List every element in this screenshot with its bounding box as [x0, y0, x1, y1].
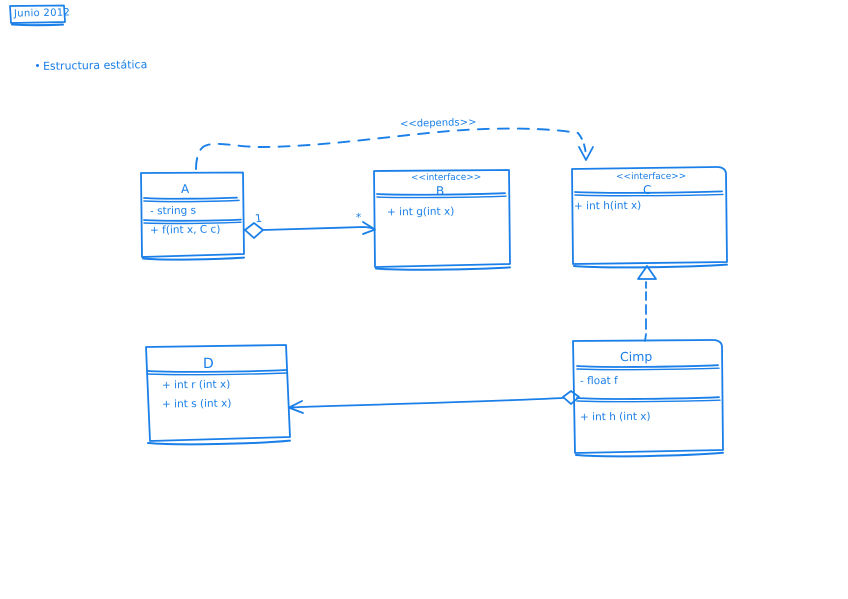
class-a-name: A [180, 181, 190, 197]
dependency-stereotype-label: <<depends>> [399, 117, 477, 130]
class-a-method: + f(int x, C c) [149, 223, 221, 237]
class-b-name: B [435, 183, 445, 199]
class-box-b[interactable] [373, 169, 511, 271]
class-c-name: C [642, 182, 652, 198]
class-cimp-attribute: - float f [579, 374, 618, 388]
relation-cimp-realizes-c[interactable] [637, 265, 657, 342]
class-cimp-name: Cimp [619, 348, 653, 365]
section-heading-estructura-estatica: Estructura estática [42, 58, 148, 73]
relation-a-aggregates-b[interactable] [244, 221, 376, 239]
class-c-stereotype: <<interface>> [615, 171, 687, 183]
class-c-method: + int h(int x) [573, 199, 642, 213]
class-box-a[interactable] [140, 171, 245, 261]
date-label: Junio 2012 [13, 7, 71, 20]
class-b-stereotype: <<interface>> [410, 172, 482, 184]
relation-a-depends-c[interactable] [195, 127, 594, 170]
class-cimp-method: + int h (int x) [579, 410, 651, 424]
class-a-attribute: - string s [149, 204, 197, 218]
bullet-point-marker [36, 64, 39, 67]
relation-cimp-aggregates-d[interactable] [288, 390, 580, 414]
class-box-cimp[interactable] [572, 339, 724, 458]
multiplicity-source-a-b: 1 [254, 211, 263, 226]
date-label-box [9, 4, 66, 27]
class-d-name: D [202, 355, 214, 373]
multiplicity-target-a-b: * [355, 210, 362, 225]
class-b-method: + int g(int x) [386, 205, 455, 219]
class-box-d[interactable] [145, 344, 291, 446]
class-d-method-s: + int s (int x) [161, 397, 232, 411]
class-d-method-r: + int r (int x) [161, 378, 231, 392]
